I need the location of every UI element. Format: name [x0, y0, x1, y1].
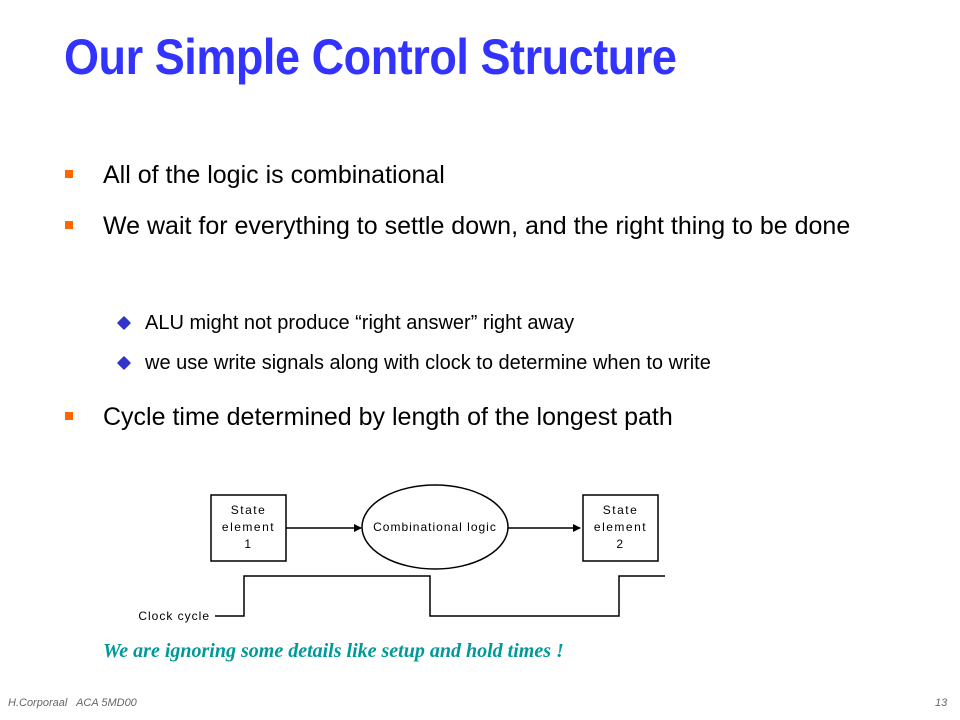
state-element-1-box	[210, 494, 287, 562]
square-bullet-icon	[65, 170, 73, 178]
combinational-logic-ellipse	[361, 484, 509, 570]
footer-course: ACA 5MD00	[76, 697, 137, 709]
state-element-2-box	[582, 494, 659, 562]
bullet-item: We wait for everything to settle down, a…	[65, 206, 913, 246]
bullet-text: Cycle time determined by length of the l…	[103, 403, 673, 431]
footer-author-name: H.Corporaal	[8, 697, 68, 709]
bullet-item: All of the logic is combinational	[65, 155, 913, 195]
state-element-1-label: State	[231, 503, 267, 517]
state-element-1-label: 1	[244, 537, 252, 551]
bullet-text: We wait for everything to settle down, a…	[103, 212, 851, 240]
sub-bullet-item: ALU might not produce “right answer” rig…	[116, 310, 575, 336]
clock-cycle-label: Clock cycle	[138, 609, 210, 623]
bullet-item: Cycle time determined by length of the l…	[65, 397, 913, 437]
footer-author: H.Corporaal ACA 5MD00	[8, 697, 137, 709]
sub-bullet-text: ALU might not produce “right answer” rig…	[145, 312, 575, 334]
slide-title: Our Simple Control Structure	[64, 29, 677, 85]
square-bullet-icon	[65, 412, 73, 420]
sub-bullet-item: we use write signals along with clock to…	[116, 350, 711, 376]
square-bullet-icon	[65, 221, 73, 229]
state-element-1-label: element	[222, 520, 275, 534]
clock-waveform	[215, 575, 665, 617]
note-text: We are ignoring some details like setup …	[103, 640, 564, 662]
bullet-text: All of the logic is combinational	[103, 161, 445, 189]
state-element-2-label: State	[603, 503, 639, 517]
combinational-logic-label: Combinational logic	[373, 520, 497, 534]
page-number: 13	[935, 697, 948, 709]
state-element-2-label: 2	[616, 537, 624, 551]
state-element-2-label: element	[594, 520, 647, 534]
sub-bullet-text: we use write signals along with clock to…	[145, 352, 711, 374]
